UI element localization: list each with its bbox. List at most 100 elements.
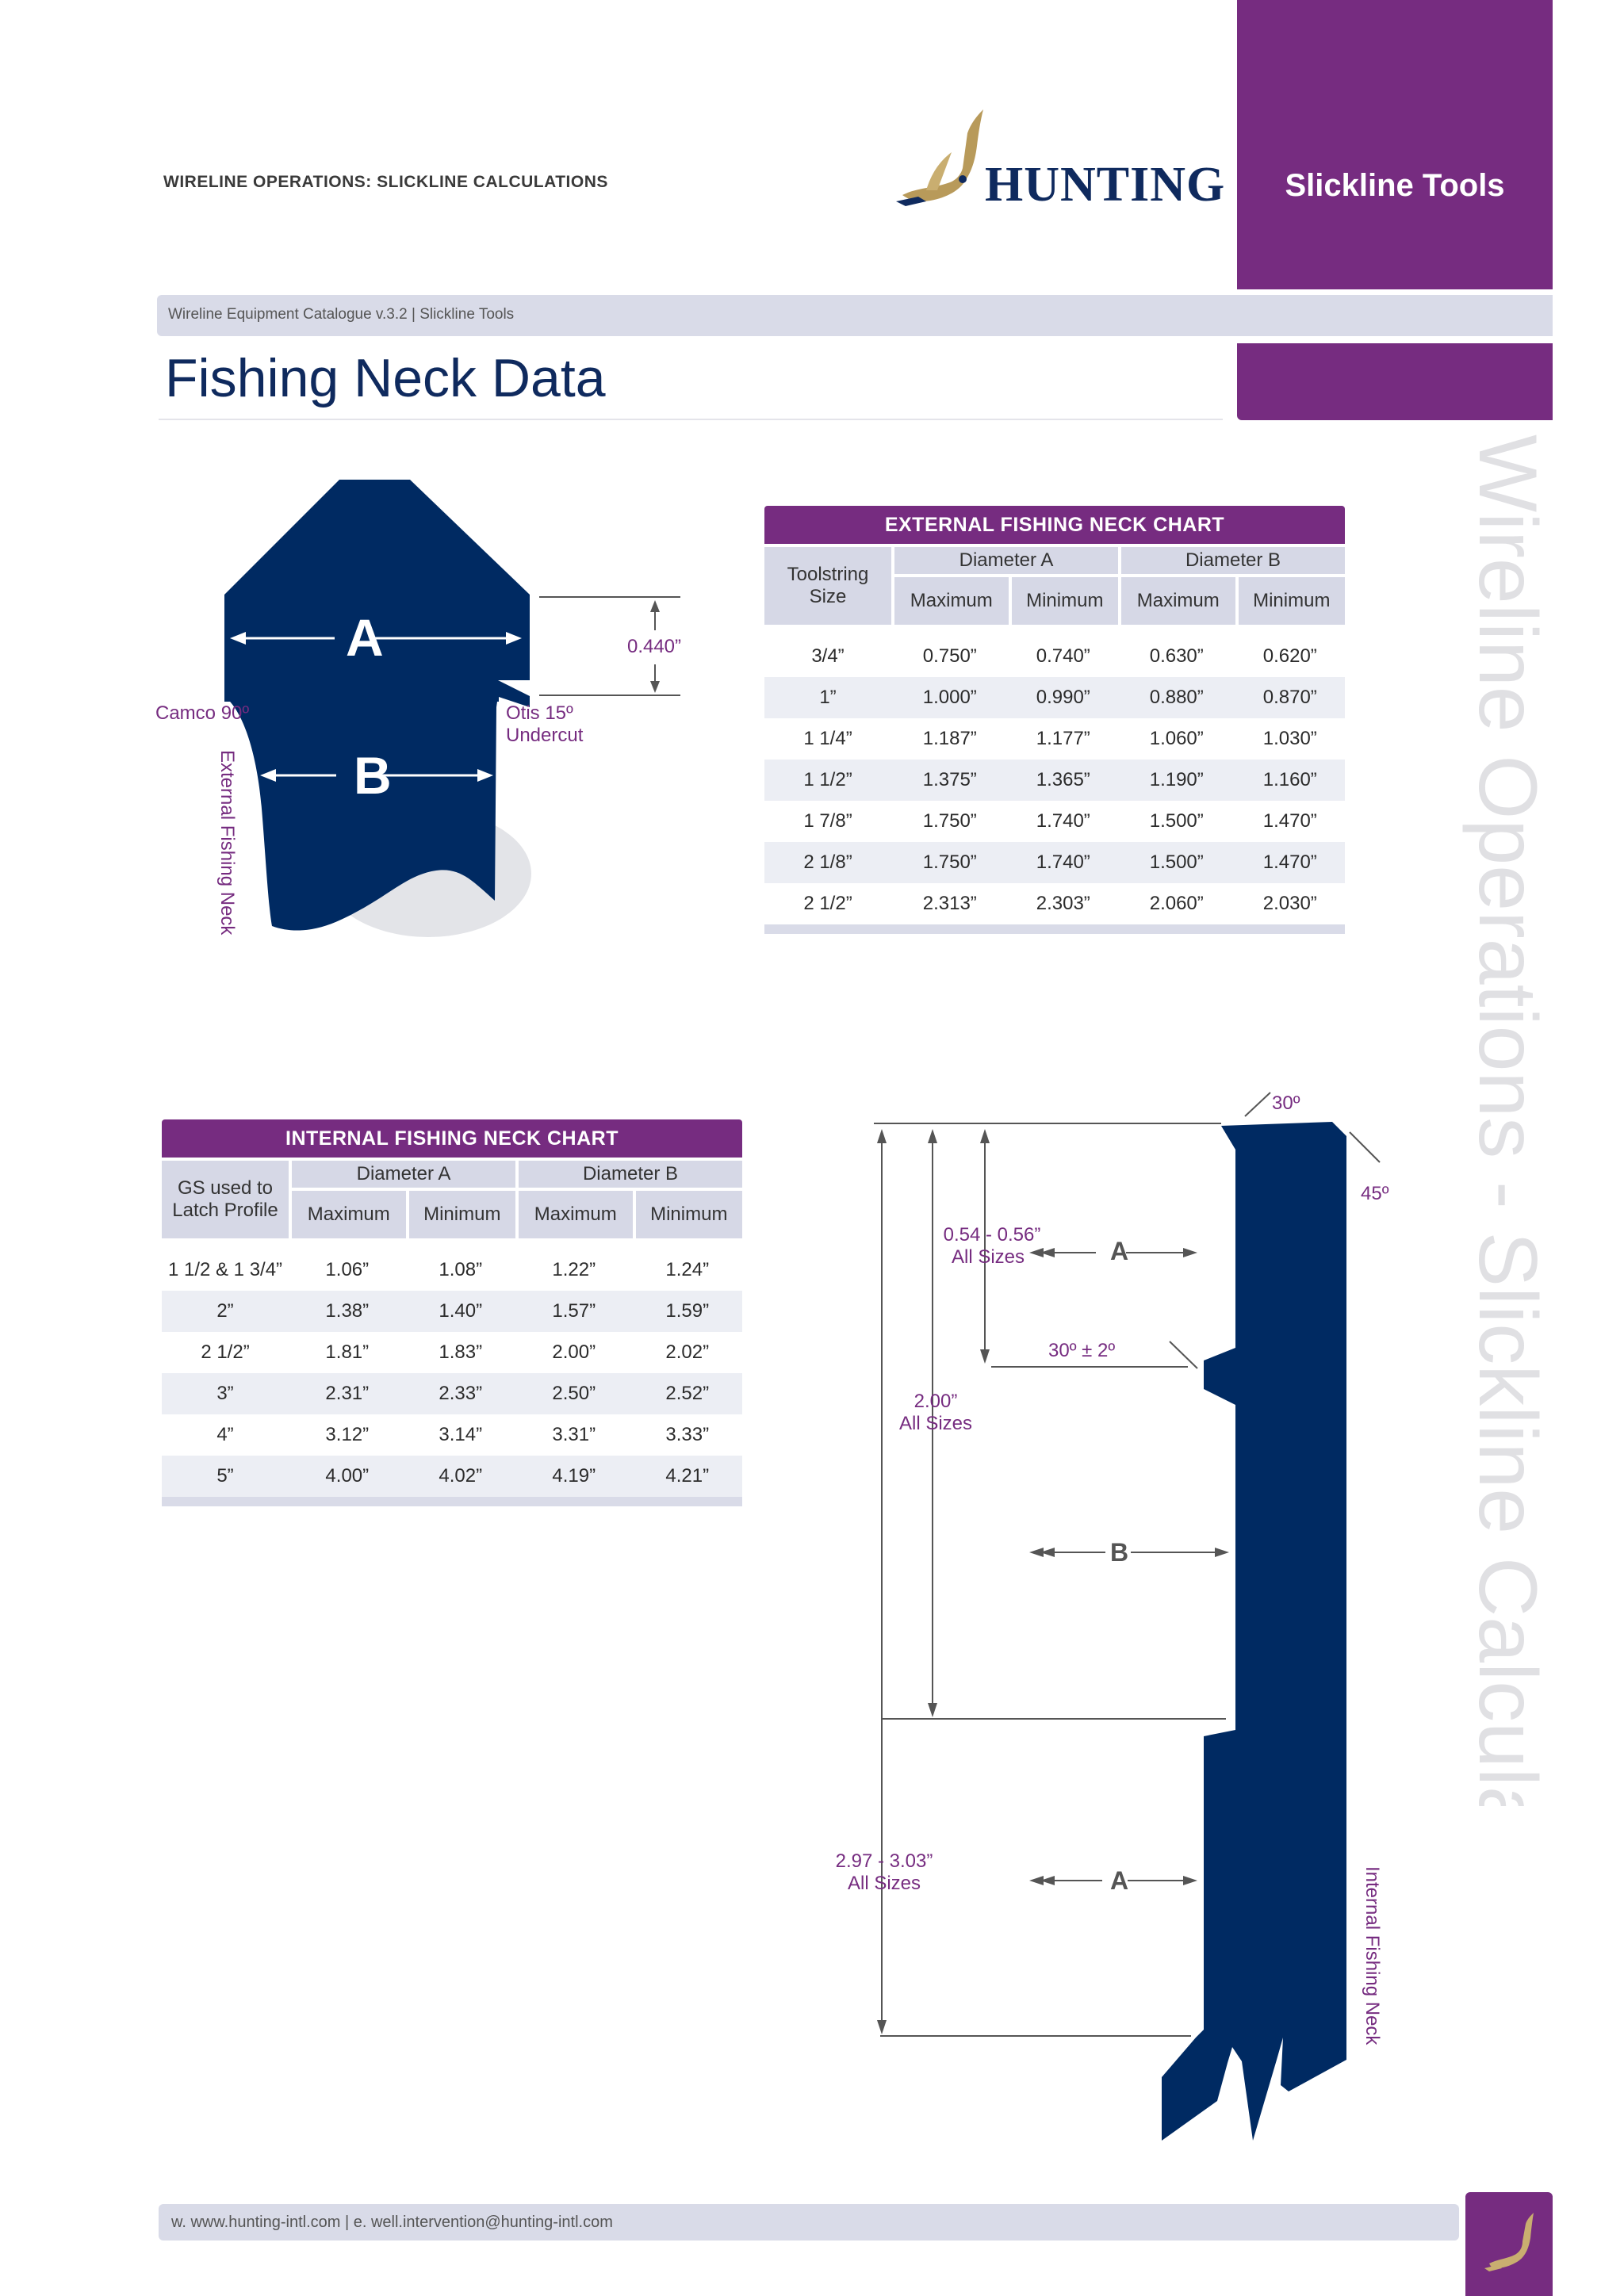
cell: 1 1/4” <box>764 718 891 760</box>
cell: 0.620” <box>1235 636 1345 677</box>
external-dimension-b: B <box>354 746 392 805</box>
cell: 4.21” <box>632 1456 742 1497</box>
section-tab <box>1237 0 1553 289</box>
table-row: 4”3.12”3.14”3.31”3.33” <box>162 1414 742 1456</box>
external-col-toolstring-line1: Toolstring <box>787 564 869 585</box>
cell: 2.303” <box>1008 883 1118 924</box>
cell: 1.500” <box>1117 801 1235 842</box>
cell: 2 1/2” <box>162 1332 289 1373</box>
cell: 1.187” <box>891 718 1009 760</box>
cell: 3/4” <box>764 636 891 677</box>
cell: 0.630” <box>1117 636 1235 677</box>
internal-chart-title: INTERNAL FISHING NECK CHART <box>162 1119 742 1158</box>
table-row: 1 1/2 & 1 3/4”1.06”1.08”1.22”1.24” <box>162 1249 742 1291</box>
cell: 1.08” <box>405 1249 515 1291</box>
cell: 1 7/8” <box>764 801 891 842</box>
external-height-label: 0.440” <box>626 636 682 657</box>
external-fishing-neck-table: EXTERNAL FISHING NECK CHART Toolstring S… <box>764 506 1345 934</box>
cell: 1.750” <box>891 801 1009 842</box>
footer-bird-icon <box>1484 2213 1534 2271</box>
section-tab-label: Slickline Tools <box>1285 168 1505 203</box>
external-col-toolstring-line2: Size <box>809 586 847 607</box>
cell: 1” <box>764 677 891 718</box>
cell: 3.14” <box>405 1414 515 1456</box>
external-sub-a-max: Maximum <box>891 574 1009 625</box>
cell: 2 1/2” <box>764 883 891 924</box>
dim-054-label-line1: 0.54 - 0.56” <box>943 1224 1041 1246</box>
section-title: WIRELINE OPERATIONS: SLICKLINE CALCULATI… <box>163 173 608 191</box>
cell: 0.740” <box>1008 636 1118 677</box>
table-row: 1 7/8”1.750”1.740”1.500”1.470” <box>764 801 1345 842</box>
cell: 1 1/2 & 1 3/4” <box>162 1249 289 1291</box>
dim-054-label-line2: All Sizes <box>951 1246 1025 1268</box>
cell: 2.52” <box>632 1373 742 1414</box>
cell: 1.40” <box>405 1291 515 1332</box>
external-col-toolstring: Toolstring Size <box>764 544 891 625</box>
cell: 3.33” <box>632 1414 742 1456</box>
internal-dimension-a-bottom: A <box>1110 1866 1129 1895</box>
external-group-diameter-a: Diameter A <box>891 544 1118 574</box>
cell: 1.160” <box>1235 760 1345 801</box>
external-sub-b-min: Minimum <box>1235 574 1345 625</box>
external-sub-a-min: Minimum <box>1008 574 1118 625</box>
table-row: 1 1/2”1.375”1.365”1.190”1.160” <box>764 760 1345 801</box>
table-row: 1 1/4”1.187”1.177”1.060”1.030” <box>764 718 1345 760</box>
internal-fishing-neck-table: INTERNAL FISHING NECK CHART GS used to L… <box>162 1119 742 1506</box>
table-row: 3/4”0.750”0.740”0.630”0.620” <box>764 636 1345 677</box>
cell: 2.313” <box>891 883 1009 924</box>
internal-sub-a-min: Minimum <box>405 1188 515 1238</box>
hunting-bird-logo-icon <box>896 109 983 206</box>
footer-logo-tab <box>1465 2192 1553 2296</box>
internal-sub-b-max: Maximum <box>515 1188 633 1238</box>
cell: 1.190” <box>1117 760 1235 801</box>
cell: 1.59” <box>632 1291 742 1332</box>
cell: 1.750” <box>891 842 1009 883</box>
cell: 4.19” <box>515 1456 633 1497</box>
title-tab <box>1237 343 1553 420</box>
cell: 1.375” <box>891 760 1009 801</box>
cell: 1 1/2” <box>764 760 891 801</box>
cell: 1.22” <box>515 1249 633 1291</box>
internal-group-diameter-b: Diameter B <box>515 1158 742 1188</box>
page-title: Fishing Neck Data <box>165 348 606 408</box>
internal-col-gs: GS used to Latch Profile <box>162 1158 289 1238</box>
internal-sub-b-min: Minimum <box>632 1188 742 1238</box>
internal-diagram-caption: Internal Fishing Neck <box>1362 1866 1383 2045</box>
cell: 0.870” <box>1235 677 1345 718</box>
internal-sub-a-max: Maximum <box>289 1188 406 1238</box>
cell: 1.57” <box>515 1291 633 1332</box>
external-group-diameter-b: Diameter B <box>1117 544 1345 574</box>
cell: 2” <box>162 1291 289 1332</box>
external-sub-b-max: Maximum <box>1117 574 1235 625</box>
table-row: 2”1.38”1.40”1.57”1.59” <box>162 1291 742 1332</box>
cell: 3.31” <box>515 1414 633 1456</box>
cell: 1.83” <box>405 1332 515 1373</box>
internal-col-gs-line2: Latch Profile <box>172 1200 278 1221</box>
brand-logo-text: HUNTING <box>985 158 1226 212</box>
cell: 1.740” <box>1008 842 1118 883</box>
cell: 1.470” <box>1235 842 1345 883</box>
side-title-container: Wireline Operations - Slickline Calculat… <box>1451 434 1570 1806</box>
footer-bar <box>159 2204 1459 2241</box>
cell: 3.12” <box>289 1414 406 1456</box>
table-row: 2 1/2”1.81”1.83”2.00”2.02” <box>162 1332 742 1373</box>
internal-group-diameter-a: Diameter A <box>289 1158 515 1188</box>
cell: 2.030” <box>1235 883 1345 924</box>
cell: 0.990” <box>1008 677 1118 718</box>
external-dimension-a: A <box>346 608 384 667</box>
internal-dimension-b: B <box>1110 1538 1129 1567</box>
breadcrumb: Wireline Equipment Catalogue v.3.2 | Sli… <box>168 306 515 323</box>
side-title: Wireline Operations - Slickline Calculat… <box>1461 434 1553 1806</box>
breadcrumb-bar <box>157 295 1553 336</box>
angle-top-label: 30º <box>1272 1093 1300 1114</box>
cell: 4.02” <box>405 1456 515 1497</box>
cell: 2.50” <box>515 1373 633 1414</box>
cell: 1.81” <box>289 1332 406 1373</box>
table-row: 5”4.00”4.02”4.19”4.21” <box>162 1456 742 1497</box>
footer-contact: w. www.hunting-intl.com | e. well.interv… <box>171 2214 613 2231</box>
dim-200-label-line2: All Sizes <box>898 1413 973 1434</box>
cell: 1.470” <box>1235 801 1345 842</box>
cell: 1.500” <box>1117 842 1235 883</box>
cell: 5” <box>162 1456 289 1497</box>
camco-label: Camco 90º <box>155 702 250 724</box>
